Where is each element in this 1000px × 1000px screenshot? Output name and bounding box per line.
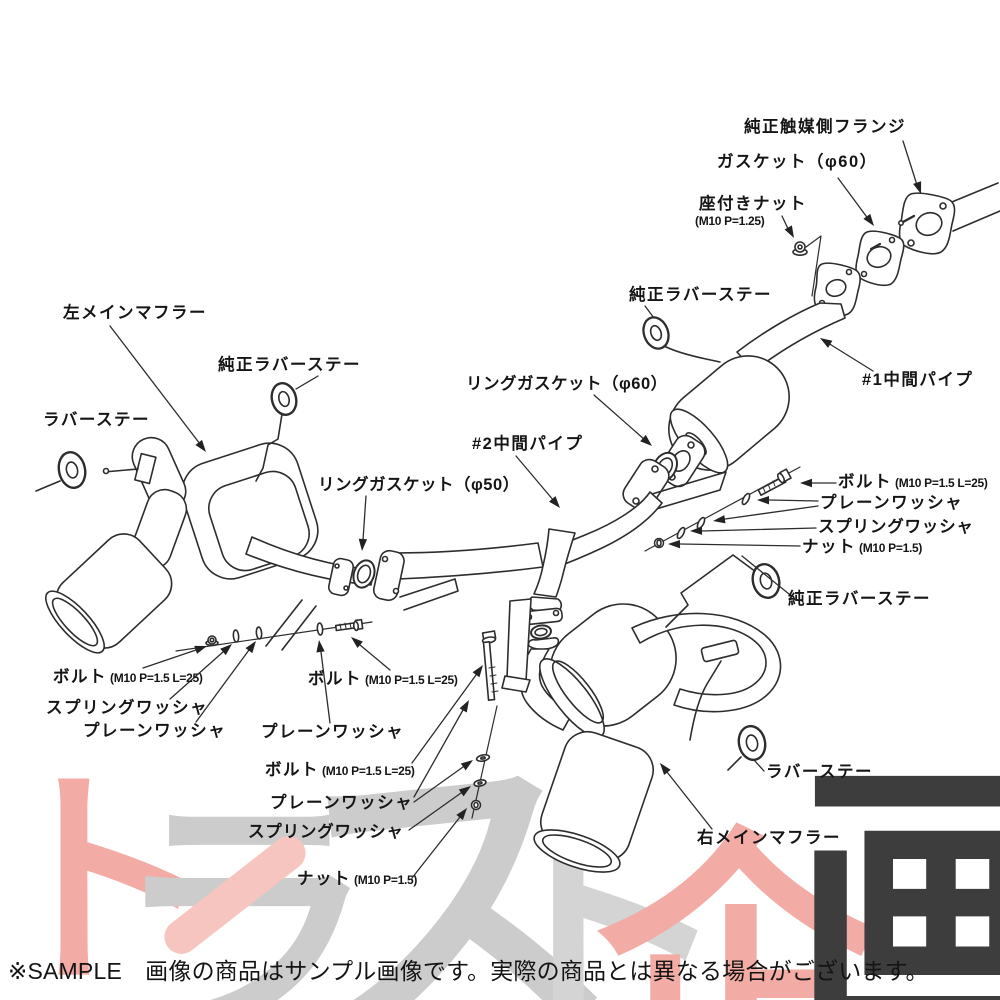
label-spec: (M10 P=1.5) (859, 541, 923, 555)
label-nut-right: ナット(M10 P=1.5) (802, 538, 923, 556)
label-spring-washer-right: スプリングワッシャ (818, 518, 974, 536)
label-spec: (M10 P=1.5 L=25) (895, 476, 988, 490)
label-text: スプリングワッシャ (248, 823, 404, 841)
pipe2-body (395, 491, 663, 613)
label-left-muffler: 左メインマフラー (63, 304, 207, 322)
label-text: ラバーステー (766, 763, 874, 781)
label-text: 純正ラバーステー (629, 286, 773, 304)
rubber-stay-right-part (727, 724, 767, 771)
label-text: プレーンワッシャ (270, 794, 414, 812)
label-plain-washer-right: プレーンワッシャ (820, 494, 964, 512)
oem-rubber-stay-right-part (665, 554, 781, 628)
label-text: 座付きナット (699, 195, 807, 213)
rubber-stay-left-part (57, 450, 87, 490)
leader-lines (109, 140, 918, 879)
label-text: #2中間パイプ (472, 435, 584, 453)
label-rubber-stay-left: ラバーステー (43, 411, 151, 429)
label-text: ラバーステー (43, 411, 151, 429)
label-spec: (M10 P=1.25) (695, 214, 765, 229)
label-spring-washer-bottom-left: スプリングワッシャ (46, 699, 208, 717)
label-plain-washer-mid: プレーンワッシャ (261, 723, 405, 741)
label-text: スプリングワッシャ (46, 699, 208, 717)
label-text: ボルト (53, 668, 107, 686)
label-text: 右メインマフラー (697, 829, 841, 847)
leader-arrowheads (194, 181, 922, 820)
label-text: リングガスケット（φ50） (318, 476, 520, 494)
label-spec: (M10 P=1.5 L=25) (365, 673, 458, 687)
label-text: プレーンワッシャ (83, 722, 227, 740)
label-rubber-stay-right: ラバーステー (766, 763, 874, 781)
hardware-bottom-center-group (470, 630, 499, 819)
label-text: スプリングワッシャ (818, 518, 974, 536)
label-text: ボルト (308, 670, 362, 688)
label-plain-washer-bottom-center: プレーンワッシャ (270, 794, 414, 812)
label-ring-gasket-60: リングガスケット（φ60） (466, 375, 668, 393)
oem-rubber-stay-top-part (642, 316, 721, 363)
label-text: リングガスケット（φ60） (466, 375, 668, 393)
label-bolt-bottom-left-2: ボルト(M10 P=1.5 L=25) (308, 670, 458, 688)
label-plain-washer-bottom-left: プレーンワッシャ (83, 722, 227, 740)
label-text: プレーンワッシャ (820, 494, 964, 512)
label-spec: (M10 P=1.5 L=25) (322, 764, 415, 778)
label-text: 純正ラバーステー (218, 356, 362, 374)
label-oem-rubber-stay-left: 純正ラバーステー (218, 356, 362, 374)
label-bolt-bottom-center: ボルト(M10 P=1.5 L=25) (265, 761, 415, 779)
label-pipe1: #1中間パイプ (862, 371, 974, 389)
label-spec: (M10 P=1.5 L=25) (110, 671, 203, 685)
right-muffler-part (501, 598, 782, 873)
label-spec: (M10 P=1.5) (354, 873, 418, 887)
label-bolt-bottom-left: ボルト(M10 P=1.5 L=25) (53, 668, 203, 686)
label-text: ナット (297, 870, 351, 888)
sample-disclaimer-text: ※SAMPLE 画像の商品はサンプル画像です。実際の商品とは異なる場合がございま… (8, 958, 929, 984)
label-seat-nut: 座付きナット(M10 P=1.25) (695, 195, 807, 228)
label-text: 左メインマフラー (63, 304, 207, 322)
label-text: #1中間パイプ (862, 371, 974, 389)
label-right-muffler: 右メインマフラー (697, 829, 841, 847)
oem-rubber-stay-left-part (255, 382, 298, 482)
label-gasket-60: ガスケット（φ60） (717, 153, 878, 171)
pipe1-flange (813, 262, 861, 317)
ring-gasket-50-joint (327, 549, 459, 611)
label-spring-washer-bottom-center: スプリングワッシャ (248, 823, 404, 841)
catalyst-flange (897, 182, 1000, 255)
label-text: 純正触媒側フランジ (744, 118, 906, 136)
label-bolt-right: ボルト(M10 P=1.5 L=25) (838, 473, 988, 491)
label-pipe2: #2中間パイプ (472, 435, 584, 453)
label-oem-rubber-stay-right: 純正ラバーステー (788, 590, 932, 608)
label-ring-gasket-50: リングガスケット（φ50） (318, 476, 520, 494)
label-text: ボルト (838, 473, 892, 491)
label-text: ボルト (265, 761, 319, 779)
label-text: ナット (802, 538, 856, 556)
label-text: プレーンワッシャ (261, 723, 405, 741)
label-text: ガスケット（φ60） (717, 153, 878, 171)
left-muffler-part (35, 436, 375, 654)
ring-gasket-60-joint (622, 434, 727, 513)
label-oem-rubber-stay-top: 純正ラバーステー (629, 286, 773, 304)
gasket-60-plate (855, 230, 905, 287)
hardware-right-group (644, 466, 801, 552)
label-nut-bottom-center: ナット(M10 P=1.5) (297, 870, 418, 888)
hardware-bottom-left-group (175, 599, 373, 652)
seat-nut-part (792, 235, 822, 297)
label-catalyst-flange: 純正触媒側フランジ (744, 118, 906, 136)
label-text: 純正ラバーステー (788, 590, 932, 608)
